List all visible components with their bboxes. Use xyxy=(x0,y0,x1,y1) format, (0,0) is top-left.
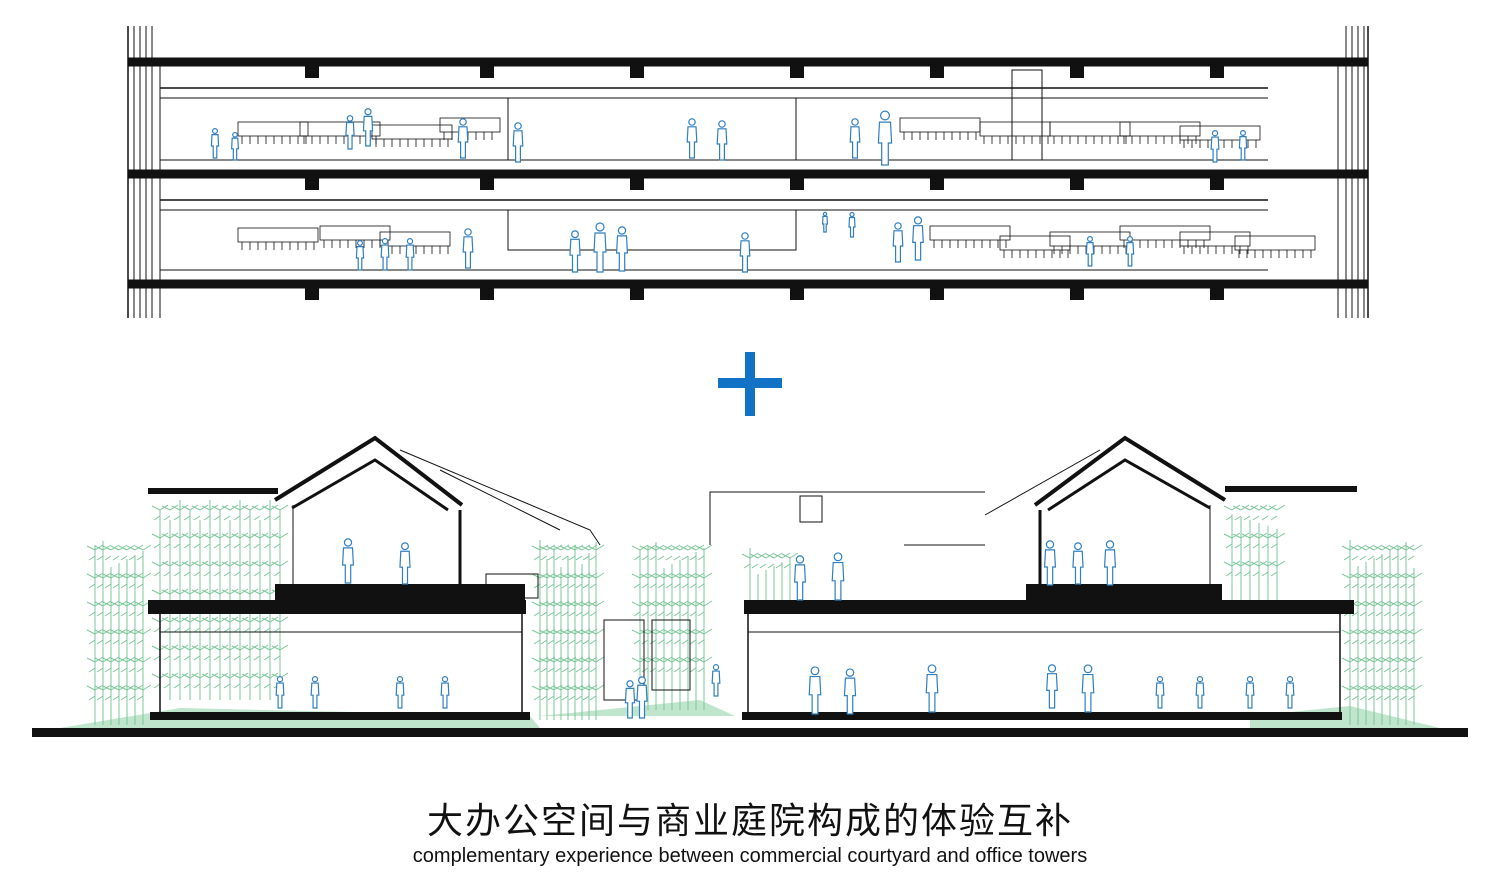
office-people xyxy=(210,108,1248,273)
caption-subtitle-en: complementary experience between commerc… xyxy=(412,845,1088,867)
plus-icon xyxy=(718,352,782,416)
courtyard-people xyxy=(275,538,1295,719)
caption-title-zh: 大办公空间与商业庭院构成的体验互补 xyxy=(426,801,1073,842)
office-tower-section xyxy=(127,26,1369,318)
courtyard-section xyxy=(32,435,1468,737)
